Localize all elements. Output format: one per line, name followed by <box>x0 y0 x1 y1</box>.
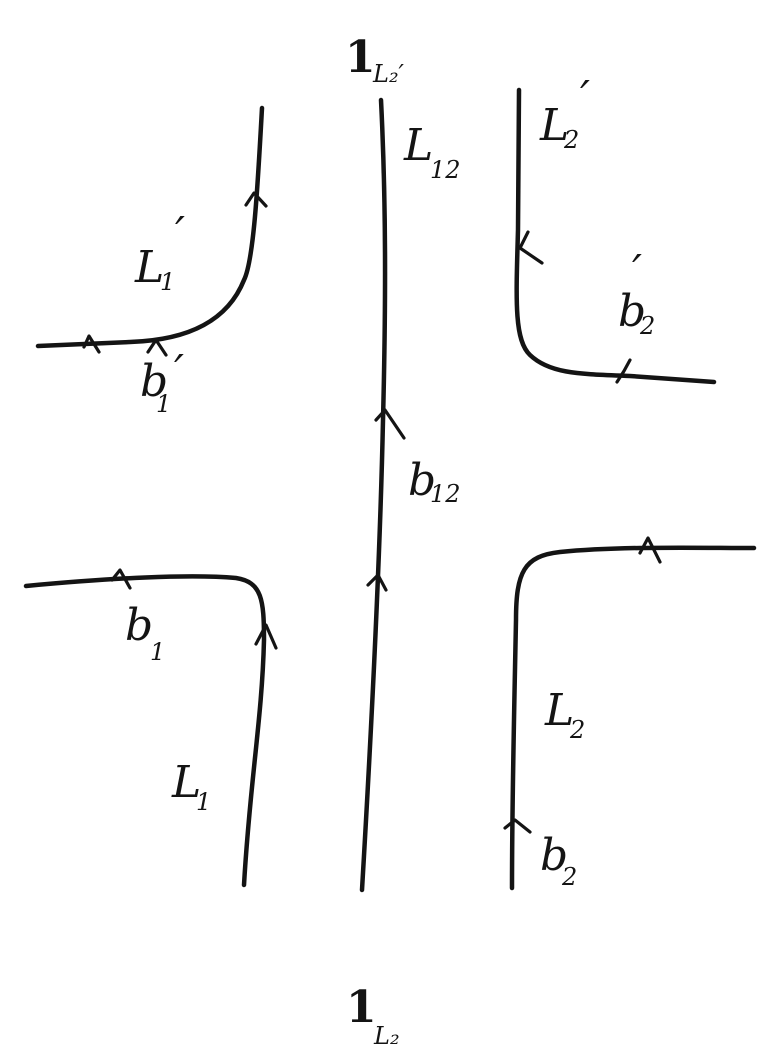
tick-L2-prime-vertical <box>518 230 544 265</box>
b1p-prime: ′ <box>174 346 184 397</box>
label-L1: L 1 <box>171 757 211 816</box>
tick-L12-lower <box>366 573 388 592</box>
top-identity-label: 1 L₂′ <box>345 32 405 88</box>
b2p-main: b <box>618 286 646 337</box>
b2p-prime: ′ <box>632 246 642 297</box>
L1-main: L <box>171 757 201 808</box>
label-b1: b 1 <box>125 600 165 666</box>
b1p-sub: 1 <box>156 390 171 418</box>
top-one-sub: L₂′ <box>372 60 405 88</box>
label-L12: L 12 <box>403 120 461 184</box>
b12-main: b <box>408 455 436 506</box>
b2p-sub: 2 <box>639 312 655 340</box>
label-L2-prime: L 2 ′ <box>539 72 590 154</box>
b1-sub: 1 <box>150 638 165 666</box>
strand-L1 <box>23 574 267 888</box>
strand-L1-prime <box>35 105 265 349</box>
bottom-identity-label: 1 L₂ <box>346 982 400 1050</box>
L2p-sub: 2 <box>563 126 579 154</box>
b2-main: b <box>540 830 568 881</box>
b1-main: b <box>125 600 153 651</box>
label-b12: b 12 <box>408 455 461 508</box>
b12-sub: 12 <box>430 480 461 508</box>
tick-L1-vertical <box>254 623 278 650</box>
label-b2-prime: b 2 ′ <box>618 246 655 340</box>
b1p-main: b <box>140 356 168 407</box>
L1p-main: L <box>134 242 164 293</box>
tick-L1-prime-vertical <box>244 191 268 208</box>
b2-sub: 2 <box>561 863 577 891</box>
tick-L1-prime-horizontal-right <box>146 338 168 357</box>
bottom-one-main: 1 <box>346 982 377 1033</box>
L2p-main: L <box>539 100 569 151</box>
tick-L1-prime-horizontal-left <box>82 334 101 354</box>
label-L1-prime: L 1 ′ <box>134 208 185 296</box>
strand-L2 <box>509 545 757 891</box>
tick-L2-horizontal <box>638 536 662 564</box>
strand-L2-prime <box>514 87 717 385</box>
L12-main: L <box>403 120 433 171</box>
L2p-prime: ′ <box>580 72 590 123</box>
L12-sub: 12 <box>430 156 461 184</box>
L1-sub: 1 <box>196 788 211 816</box>
label-b2: b 2 <box>540 830 577 891</box>
top-one-main: 1 <box>345 32 376 83</box>
tick-L2-prime-horizontal <box>615 358 632 384</box>
tick-L1-horizontal <box>110 568 132 590</box>
label-L2: L 2 <box>544 685 585 744</box>
L1p-prime: ′ <box>175 208 185 259</box>
tick-L12-upper <box>374 408 406 440</box>
L1p-sub: 1 <box>160 268 175 296</box>
label-b1-prime: b 1 ′ <box>140 346 184 418</box>
L2-main: L <box>544 685 574 736</box>
L2-sub: 2 <box>569 716 585 744</box>
bottom-one-sub: L₂ <box>373 1022 400 1050</box>
tick-L2-vertical <box>503 818 532 834</box>
strand-L12 <box>359 97 388 893</box>
